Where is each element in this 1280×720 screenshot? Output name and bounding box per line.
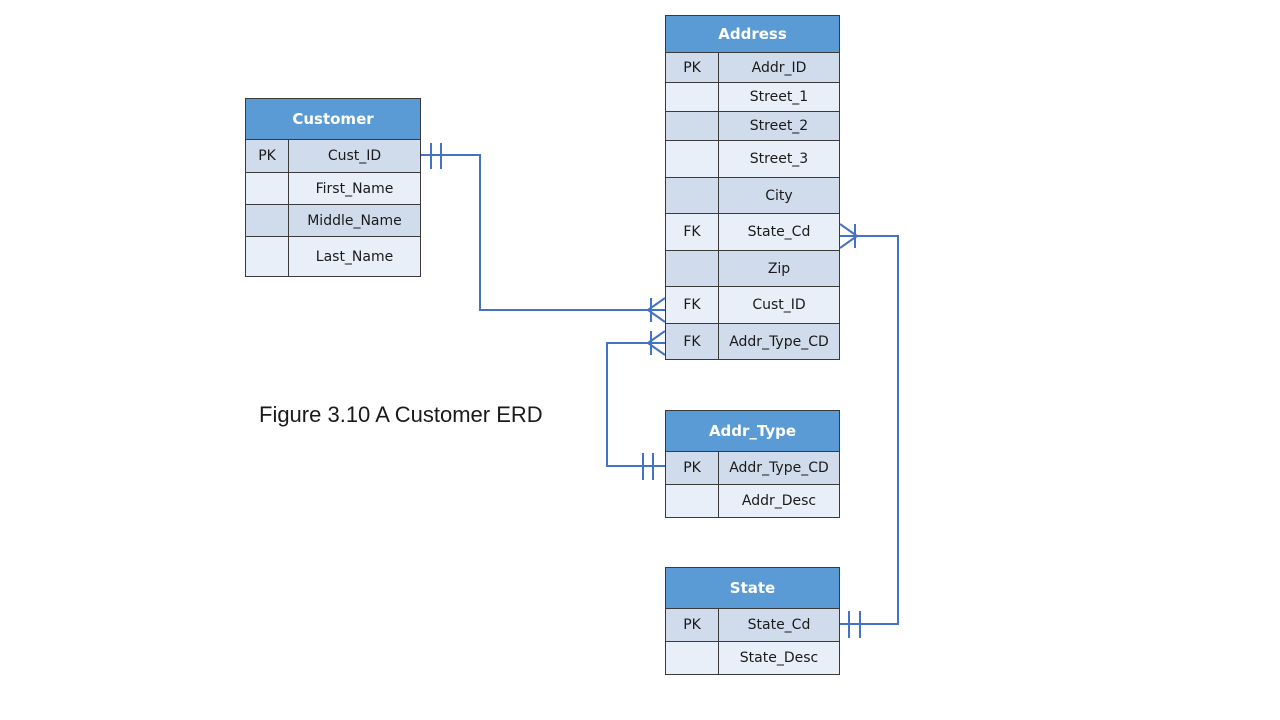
field-name: State_Desc <box>718 641 840 675</box>
field-name: Addr_Type_CD <box>718 323 840 360</box>
key-label: FK <box>665 323 719 360</box>
field-name: Addr_ID <box>718 52 840 83</box>
connector-line <box>840 235 899 625</box>
customer-row-first-name: First_Name <box>245 172 421 205</box>
connector-line <box>606 342 665 467</box>
field-name: Cust_ID <box>718 286 840 324</box>
address-entity: Address PK Addr_ID Street_1 Street_2 Str… <box>665 15 840 360</box>
customer-row-last-name: Last_Name <box>245 236 421 277</box>
key-label <box>665 82 719 112</box>
customer-entity: Customer PK Cust_ID First_Name Middle_Na… <box>245 98 421 277</box>
figure-caption: Figure 3.10 A Customer ERD <box>259 402 543 427</box>
address-entity-title: Address <box>665 15 840 53</box>
addr-type-row-addr-desc: Addr_Desc <box>665 484 840 518</box>
state-address-relationship <box>839 223 899 638</box>
state-row-state-desc: State_Desc <box>665 641 840 675</box>
address-row-addr-type-cd: FK Addr_Type_CD <box>665 323 840 360</box>
key-label: FK <box>665 286 719 324</box>
field-name: First_Name <box>288 172 421 205</box>
customer-row-cust-id: PK Cust_ID <box>245 139 421 173</box>
key-label: PK <box>665 608 719 642</box>
connector-line <box>421 154 665 311</box>
key-label <box>665 177 719 214</box>
customer-entity-title: Customer <box>245 98 421 140</box>
address-row-addr-id: PK Addr_ID <box>665 52 840 83</box>
address-row-street-1: Street_1 <box>665 82 840 112</box>
field-name: Addr_Desc <box>718 484 840 518</box>
address-row-cust-id: FK Cust_ID <box>665 286 840 324</box>
addr-type-entity: Addr_Type PK Addr_Type_CD Addr_Desc <box>665 410 840 518</box>
field-name: Street_3 <box>718 140 840 178</box>
state-entity: State PK State_Cd State_Desc <box>665 567 840 675</box>
key-label: FK <box>665 213 719 251</box>
key-label <box>665 140 719 178</box>
state-row-state-cd: PK State_Cd <box>665 608 840 642</box>
key-label <box>665 641 719 675</box>
customer-row-middle-name: Middle_Name <box>245 204 421 237</box>
field-name: Middle_Name <box>288 204 421 237</box>
address-row-street-3: Street_3 <box>665 140 840 178</box>
field-name: Last_Name <box>288 236 421 277</box>
addrtype-address-relationship <box>606 330 666 480</box>
field-name: Street_2 <box>718 111 840 141</box>
key-label <box>665 484 719 518</box>
key-label <box>245 236 289 277</box>
addr-type-row-addr-type-cd: PK Addr_Type_CD <box>665 451 840 485</box>
state-entity-title: State <box>665 567 840 609</box>
field-name: Street_1 <box>718 82 840 112</box>
address-row-state-cd: FK State_Cd <box>665 213 840 251</box>
field-name: State_Cd <box>718 608 840 642</box>
field-name: State_Cd <box>718 213 840 251</box>
addr-type-entity-title: Addr_Type <box>665 410 840 452</box>
customer-address-relationship <box>421 143 666 323</box>
